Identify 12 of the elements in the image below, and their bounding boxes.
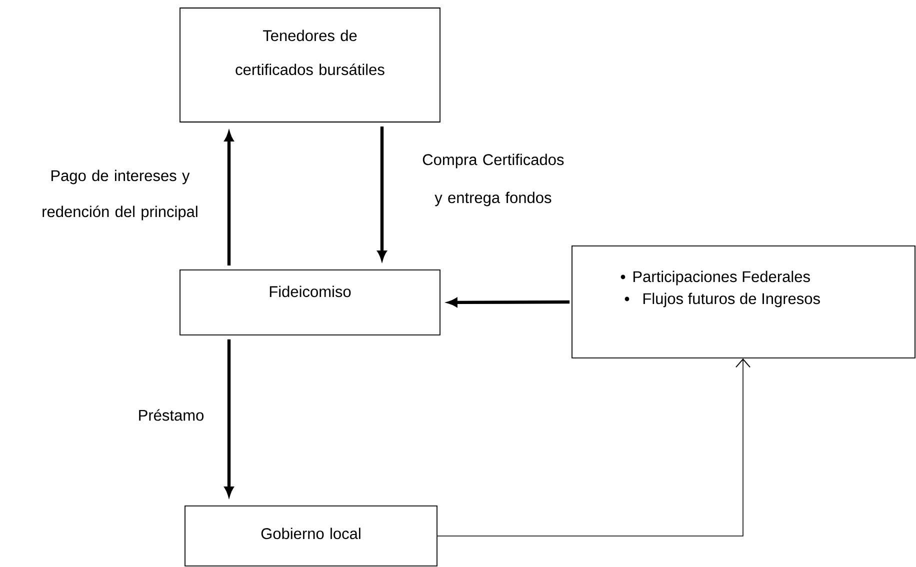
arrow xyxy=(224,132,234,266)
arrow xyxy=(448,298,570,307)
text-box: Participaciones Federales Flujos futuros de Ingresos xyxy=(572,246,916,358)
arrow xyxy=(224,339,234,496)
arrow xyxy=(437,358,750,536)
edge-label: Préstamo xyxy=(139,409,204,421)
edge-label: Pago de intereses y redención del principal xyxy=(42,170,198,220)
text-box: Fideicomiso xyxy=(180,270,440,336)
text-box: Tenedores de certificados bursátiles xyxy=(180,8,440,122)
text-box: Gobierno local xyxy=(184,506,438,566)
edge-label: Compra Certificados y entrega fondos xyxy=(422,154,564,206)
arrow xyxy=(378,126,386,260)
